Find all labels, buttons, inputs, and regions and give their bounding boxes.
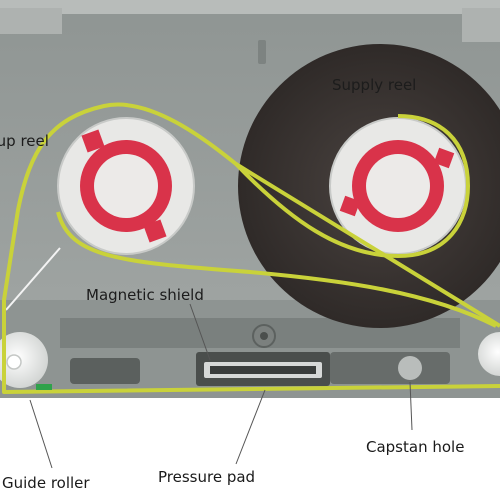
shell-top-rim [0, 0, 500, 14]
capstan-hole [398, 356, 422, 380]
tape-path-supply-wrap [234, 114, 471, 259]
magnetic-shield-pointer [189, 303, 211, 361]
takeup-reel-hub [57, 117, 195, 255]
magnetic-shield-label: Magnetic shield [86, 286, 204, 304]
guide-roller-pointer [29, 399, 53, 469]
mechanism-slot-left [70, 358, 140, 384]
pressure-pad-pointer [235, 389, 266, 465]
guide-roller-label: Guide roller [2, 474, 90, 492]
pressure-pad-felt [210, 366, 316, 374]
tape-path [2, 102, 500, 394]
capstan-hole-pointer [409, 381, 413, 431]
shell-top-notch-right [462, 8, 500, 42]
guide-roller-right [478, 332, 500, 376]
leader-tape [5, 247, 61, 311]
mechanism-slot-right [330, 352, 450, 384]
shell-top-notch-left [0, 8, 62, 34]
shield-post-hole [260, 332, 268, 340]
green-marker [36, 384, 52, 390]
guide-roller-left [0, 332, 48, 388]
supply-reel-label: Supply reel [332, 76, 416, 94]
takeup-reel-label: Take-up reel [0, 132, 49, 150]
pressure-pad-label: Pressure pad [158, 468, 255, 486]
tape-path-supply-loop [56, 211, 497, 328]
shell-post [258, 40, 266, 64]
capstan-hole-label: Capstan hole [366, 438, 464, 456]
